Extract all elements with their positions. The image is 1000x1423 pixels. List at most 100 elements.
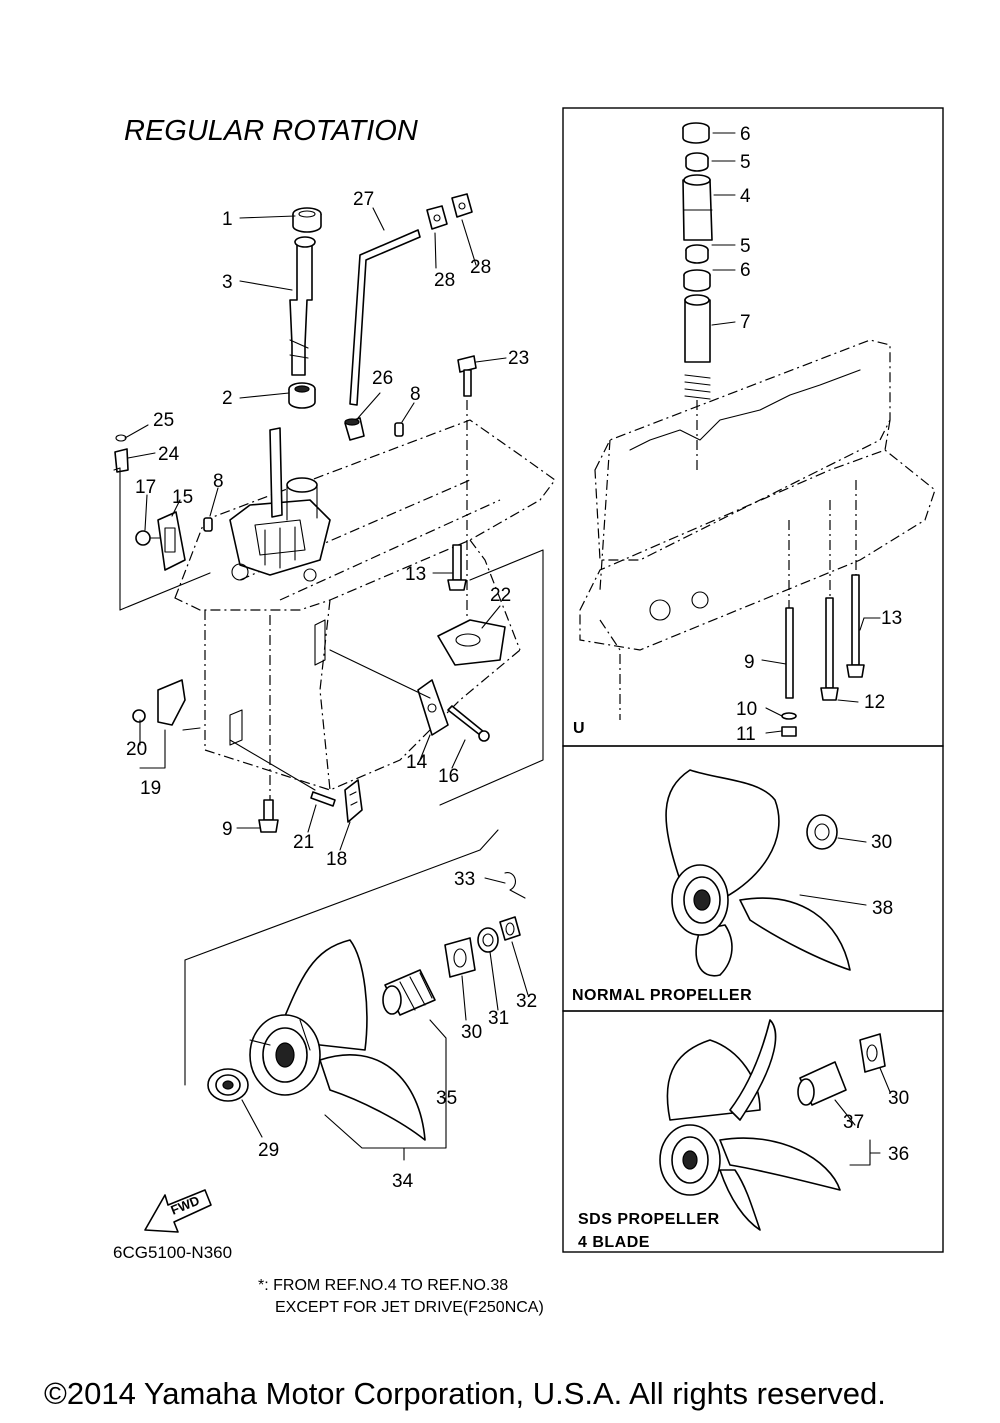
callout-17: 17 bbox=[135, 477, 156, 498]
callout-n38: 38 bbox=[872, 898, 893, 919]
part-15-bracket bbox=[157, 511, 186, 571]
sds-part-30-washer bbox=[859, 1033, 886, 1073]
callout-2: 2 bbox=[222, 388, 233, 409]
callout-8b: 8 bbox=[213, 471, 224, 492]
part-29-thrust-washer bbox=[207, 1068, 249, 1102]
callout-32: 32 bbox=[516, 991, 537, 1012]
part-21-screw bbox=[310, 791, 336, 807]
callout-29: 29 bbox=[258, 1140, 279, 1161]
callout-27: 27 bbox=[353, 189, 374, 210]
normal-part-30-washer bbox=[806, 814, 838, 850]
callout-u5a: 5 bbox=[740, 152, 751, 173]
callout-15: 15 bbox=[172, 487, 193, 508]
callout-s36: 36 bbox=[888, 1144, 909, 1165]
callout-u11: 11 bbox=[736, 724, 756, 745]
part-2-grommet bbox=[288, 382, 316, 409]
callout-1: 1 bbox=[222, 209, 233, 230]
callout-21: 21 bbox=[293, 832, 314, 853]
callout-u12: 12 bbox=[864, 692, 885, 713]
callout-28b: 28 bbox=[470, 257, 491, 278]
part-23-bolt bbox=[457, 355, 477, 397]
inset-u-shaft-parts bbox=[682, 122, 713, 470]
part-18-cover bbox=[344, 779, 363, 823]
callout-22: 22 bbox=[490, 585, 511, 606]
part-32-nut bbox=[499, 916, 521, 941]
inset-u-label: U bbox=[573, 720, 585, 737]
part-22-anode bbox=[437, 619, 506, 666]
callout-u13: 13 bbox=[881, 608, 902, 629]
callout-13: 13 bbox=[405, 564, 426, 585]
note-line-2: EXCEPT FOR JET DRIVE(F250NCA) bbox=[275, 1299, 544, 1316]
callout-23: 23 bbox=[508, 348, 529, 369]
callout-u10: 10 bbox=[736, 699, 757, 720]
inset-u-studs bbox=[781, 480, 865, 737]
callout-u7: 7 bbox=[740, 312, 751, 333]
leader-lines bbox=[124, 132, 891, 1138]
callout-9: 9 bbox=[222, 819, 233, 840]
fwd-arrow-icon: FWD bbox=[144, 1189, 212, 1233]
normal-propeller bbox=[665, 769, 851, 977]
callout-u9: 9 bbox=[744, 652, 755, 673]
callout-30: 30 bbox=[461, 1022, 482, 1043]
part-16-bolt bbox=[447, 705, 490, 742]
callout-26: 26 bbox=[372, 368, 393, 389]
callout-28a: 28 bbox=[434, 270, 455, 291]
part-19-bracket bbox=[157, 679, 186, 726]
part-13-bolt bbox=[447, 544, 467, 591]
normal-propeller-caption: NORMAL PROPELLER bbox=[572, 987, 752, 1004]
sds-propeller-caption-1: SDS PROPELLER bbox=[578, 1211, 720, 1228]
callout-33: 33 bbox=[454, 869, 475, 890]
group-bracket-34-35 bbox=[324, 1019, 447, 1149]
part-14-anode bbox=[417, 679, 449, 736]
callout-20: 20 bbox=[126, 739, 147, 760]
sds-part-37-bushing bbox=[797, 1061, 847, 1106]
inset-sds-propeller-box bbox=[562, 1010, 944, 1253]
callout-8a: 8 bbox=[410, 384, 421, 405]
diagram-title: REGULAR ROTATION bbox=[124, 115, 418, 147]
callout-u6a: 6 bbox=[740, 124, 751, 145]
part-8-dowel-pin bbox=[394, 422, 404, 437]
part-35-bushing bbox=[382, 969, 436, 1016]
callout-24: 24 bbox=[158, 444, 180, 465]
callout-s37: 37 bbox=[843, 1112, 864, 1133]
diagram-code: 6CG5100-N360 bbox=[113, 1243, 232, 1262]
inset-u-lower-case bbox=[579, 339, 936, 720]
lower-case-assembly bbox=[174, 419, 556, 791]
sds-propeller-caption-2: 4 BLADE bbox=[578, 1234, 650, 1251]
callout-u4: 4 bbox=[740, 186, 751, 207]
callout-34: 34 bbox=[392, 1171, 414, 1192]
callout-3: 3 bbox=[222, 272, 233, 293]
callout-18: 18 bbox=[326, 849, 347, 870]
callout-25: 25 bbox=[153, 410, 174, 431]
callout-u5b: 5 bbox=[740, 236, 751, 257]
part-9-bolt bbox=[258, 799, 279, 833]
part-20-nut bbox=[132, 709, 146, 723]
part-31-washer bbox=[477, 927, 499, 953]
callout-35: 35 bbox=[436, 1088, 457, 1109]
group-bracket-36-37 bbox=[849, 1139, 881, 1166]
part-27-rod bbox=[349, 229, 421, 406]
sds-propeller bbox=[659, 1019, 841, 1231]
callout-numbers: 1 2 3 8 8 9 13 14 15 16 17 18 19 20 21 2… bbox=[126, 124, 909, 1251]
part-24-fitting bbox=[114, 434, 129, 473]
assembly-lines bbox=[113, 400, 544, 1086]
part-3-water-tube bbox=[289, 236, 316, 376]
callout-16: 16 bbox=[438, 766, 459, 787]
part-8-dowel-pin-2 bbox=[203, 517, 213, 532]
part-30-washer bbox=[444, 937, 476, 978]
callout-u6b: 6 bbox=[740, 260, 751, 281]
copyright-text: ©2014 Yamaha Motor Corporation, U.S.A. A… bbox=[44, 1376, 886, 1411]
callout-31: 31 bbox=[488, 1008, 509, 1029]
main-propeller bbox=[249, 939, 426, 1141]
callout-19: 19 bbox=[140, 778, 161, 799]
part-28-brackets bbox=[426, 193, 473, 230]
part-1-seal bbox=[292, 207, 322, 233]
callout-s30: 30 bbox=[888, 1088, 909, 1109]
callout-n30: 30 bbox=[871, 832, 892, 853]
note-line-1: *: FROM REF.NO.4 TO REF.NO.38 bbox=[258, 1277, 508, 1294]
part-26-grommet bbox=[344, 417, 365, 441]
callout-14: 14 bbox=[406, 752, 428, 773]
part-33-cotter-pin bbox=[504, 872, 526, 899]
part-17-nut bbox=[135, 530, 161, 546]
